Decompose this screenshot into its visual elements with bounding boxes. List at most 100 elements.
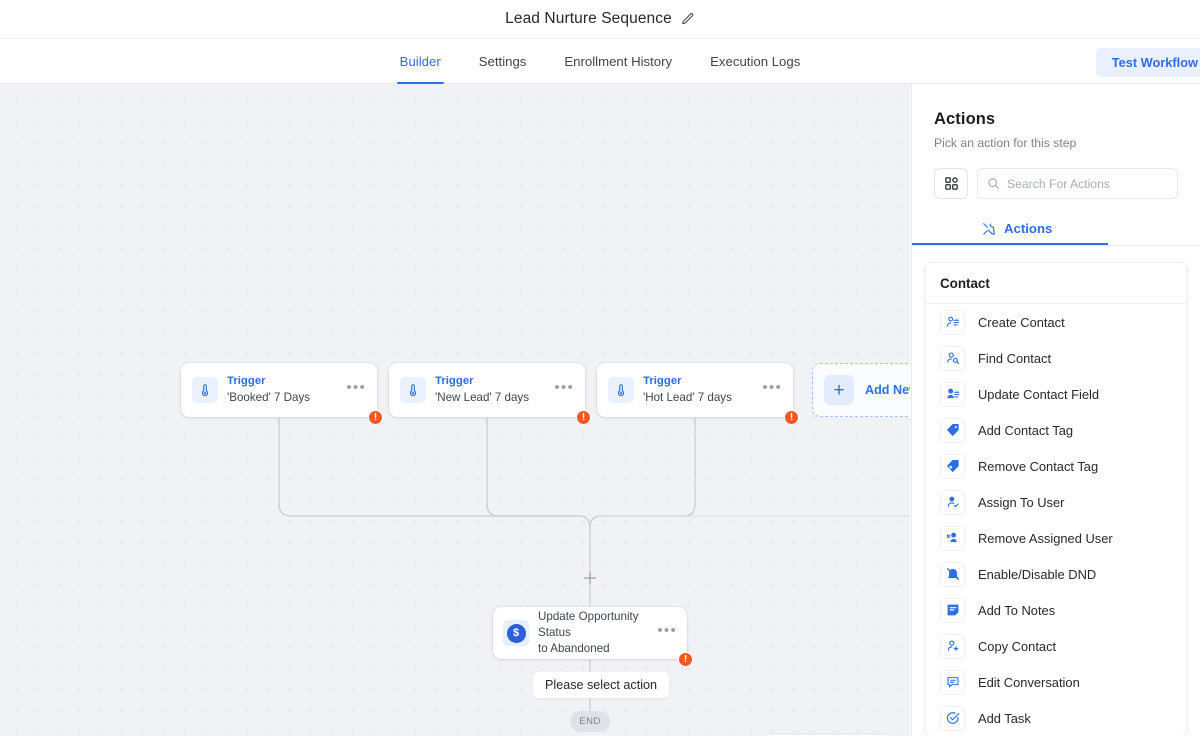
tag-icon bbox=[940, 417, 965, 443]
note-icon bbox=[940, 597, 965, 623]
tab-enrollment-history-label: Enrollment History bbox=[564, 54, 673, 69]
action-item-label: Add To Notes bbox=[978, 602, 1056, 618]
action-item-label: Remove Assigned User bbox=[978, 530, 1113, 546]
trigger-node-booked[interactable]: Trigger 'Booked' 7 Days ••• ! bbox=[181, 363, 383, 425]
action-item-label: Create Contact bbox=[978, 314, 1065, 330]
trigger-name-label: 'Hot Lead' 7 days bbox=[643, 390, 732, 404]
add-new-trigger-button[interactable]: + Add New Trigger bbox=[812, 363, 910, 417]
plus-icon: + bbox=[824, 375, 854, 405]
action-item-edit-conversation[interactable]: Edit Conversation bbox=[925, 664, 1187, 700]
trigger-menu-button[interactable]: ••• bbox=[346, 378, 366, 396]
action-item-assign-to-user[interactable]: Assign To User bbox=[925, 484, 1187, 520]
tab-settings[interactable]: Settings bbox=[478, 39, 528, 84]
trigger-name-label: 'New Lead' 7 days bbox=[435, 390, 530, 404]
person-assign-icon bbox=[940, 489, 965, 515]
action-group-contact: Contact Create Contact Find Contact bbox=[924, 262, 1188, 736]
action-node-menu-button[interactable]: ••• bbox=[657, 621, 677, 639]
person-list-icon bbox=[940, 309, 965, 335]
trigger-kind-label: Trigger bbox=[227, 375, 266, 388]
trigger-name-label: 'Booked' 7 Days bbox=[227, 390, 311, 404]
action-node-line2: to Abandoned bbox=[538, 641, 610, 655]
action-item-add-task[interactable]: Add Task bbox=[925, 700, 1187, 736]
test-workflow-button[interactable]: Test Workflow bbox=[1095, 48, 1200, 77]
bell-off-icon bbox=[940, 561, 965, 587]
pencil-icon[interactable] bbox=[681, 12, 695, 26]
action-item-copy-contact[interactable]: Copy Contact bbox=[925, 628, 1187, 664]
tag-remove-icon bbox=[940, 453, 965, 479]
thermometer-icon bbox=[608, 377, 634, 403]
tab-execution-logs[interactable]: Execution Logs bbox=[709, 39, 801, 84]
action-item-label: Add Task bbox=[978, 710, 1031, 726]
search-input[interactable] bbox=[1007, 176, 1168, 191]
search-row bbox=[934, 168, 1178, 199]
action-item-add-to-notes[interactable]: Add To Notes bbox=[925, 592, 1187, 628]
end-node: END bbox=[570, 711, 610, 732]
tab-settings-label: Settings bbox=[478, 54, 527, 69]
panel-tab-actions-label: Actions bbox=[1004, 221, 1053, 236]
trigger-text-group: Trigger 'New Lead' 7 days bbox=[435, 374, 554, 406]
status-badge-error: ! bbox=[784, 410, 799, 425]
grid-apps-icon[interactable] bbox=[934, 168, 968, 199]
trigger-text-group: Trigger 'Hot Lead' 7 days bbox=[643, 374, 762, 406]
actions-panel-header: Actions Pick an action for this step bbox=[912, 84, 1200, 199]
action-item-label: Update Contact Field bbox=[978, 386, 1100, 402]
search-box[interactable] bbox=[977, 168, 1178, 199]
trigger-menu-button[interactable]: ••• bbox=[554, 378, 574, 396]
page-title: Lead Nurture Sequence bbox=[505, 10, 672, 27]
action-item-create-contact[interactable]: Create Contact bbox=[925, 304, 1187, 340]
action-node-text-group: Update Opportunity Status to Abandoned bbox=[538, 609, 657, 656]
tab-enrollment-history[interactable]: Enrollment History bbox=[563, 39, 673, 84]
please-select-action-tooltip: Please select action bbox=[533, 672, 670, 698]
trigger-kind-label: Trigger bbox=[643, 375, 682, 388]
chat-edit-icon bbox=[940, 669, 965, 695]
action-item-remove-assigned-user[interactable]: Remove Assigned User bbox=[925, 520, 1187, 556]
action-item-label: Find Contact bbox=[978, 350, 1052, 366]
tab-bar: Builder Settings Enrollment History Exec… bbox=[0, 39, 1200, 84]
action-node-update-opportunity-status[interactable]: $ Update Opportunity Status to Abandoned… bbox=[493, 607, 693, 667]
action-item-add-contact-tag[interactable]: Add Contact Tag bbox=[925, 412, 1187, 448]
action-item-remove-contact-tag[interactable]: Remove Contact Tag bbox=[925, 448, 1187, 484]
action-item-find-contact[interactable]: Find Contact bbox=[925, 340, 1187, 376]
actions-panel-title: Actions bbox=[934, 110, 996, 128]
panel-tabs: Actions bbox=[912, 212, 1200, 246]
person-edit-icon bbox=[940, 381, 965, 407]
action-item-update-contact-field[interactable]: Update Contact Field bbox=[925, 376, 1187, 412]
nav-tabs: Builder Settings Enrollment History Exec… bbox=[0, 39, 1200, 84]
add-new-trigger-label: Add New Trigger bbox=[865, 383, 910, 397]
tab-execution-logs-label: Execution Logs bbox=[710, 54, 801, 69]
trigger-kind-label: Trigger bbox=[435, 375, 474, 388]
trigger-node-new-lead[interactable]: Trigger 'New Lead' 7 days ••• ! bbox=[389, 363, 591, 425]
action-item-label: Remove Contact Tag bbox=[978, 458, 1099, 474]
connector-lines bbox=[278, 417, 910, 711]
tab-builder[interactable]: Builder bbox=[396, 39, 444, 84]
action-item-label: Assign To User bbox=[978, 494, 1065, 510]
action-item-enable-disable-dnd[interactable]: Enable/Disable DND bbox=[925, 556, 1187, 592]
top-bar: Lead Nurture Sequence bbox=[0, 0, 1200, 39]
actions-panel-subtitle: Pick an action for this step bbox=[934, 136, 1077, 150]
person-add-icon bbox=[940, 633, 965, 659]
workflow-title-group: Lead Nurture Sequence bbox=[505, 10, 695, 28]
dollar-glyph: $ bbox=[506, 623, 526, 643]
thermometer-icon bbox=[192, 377, 218, 403]
action-group-title: Contact bbox=[925, 263, 1187, 304]
action-item-label: Add Contact Tag bbox=[978, 422, 1074, 438]
action-node-line1: Update Opportunity Status bbox=[538, 610, 639, 640]
thermometer-icon bbox=[400, 377, 426, 403]
dollar-icon: $ bbox=[503, 620, 529, 646]
panel-tab-actions[interactable]: Actions bbox=[912, 212, 1109, 245]
trigger-menu-button[interactable]: ••• bbox=[762, 378, 782, 396]
tab-builder-label: Builder bbox=[399, 54, 441, 69]
action-item-label: Copy Contact bbox=[978, 638, 1057, 654]
trigger-node-hot-lead[interactable]: Trigger 'Hot Lead' 7 days ••• ! bbox=[597, 363, 799, 425]
search-icon bbox=[987, 177, 1000, 190]
status-badge-error: ! bbox=[678, 652, 693, 667]
person-remove-icon bbox=[940, 525, 965, 551]
action-item-label: Enable/Disable DND bbox=[978, 566, 1097, 582]
action-item-label: Edit Conversation bbox=[978, 674, 1080, 690]
tools-icon bbox=[982, 222, 996, 236]
status-badge-error: ! bbox=[368, 410, 383, 425]
actions-panel: Actions Pick an action for this step bbox=[911, 84, 1200, 736]
status-badge-error: ! bbox=[576, 410, 591, 425]
workflow-canvas[interactable]: Trigger 'Booked' 7 Days ••• ! Trigger 'N… bbox=[0, 84, 910, 736]
